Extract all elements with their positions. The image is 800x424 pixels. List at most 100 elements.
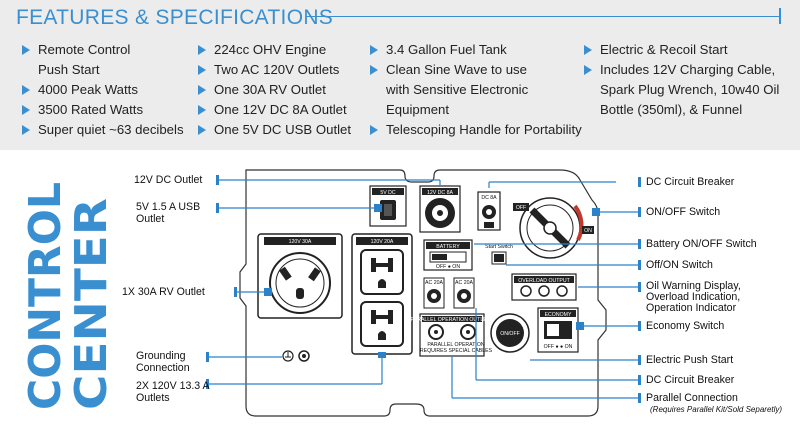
feature-item: Push Start — [38, 62, 100, 77]
feature-column-1: Remote Control Push Start 4000 Peak Watt… — [22, 40, 184, 140]
arrow-icon — [198, 125, 206, 135]
arrow-icon — [584, 65, 592, 75]
features-panel: FEATURES & SPECIFICATIONS Remote Control… — [0, 0, 800, 150]
electric-start-button: ON/OFF — [490, 313, 530, 353]
label-12v-dc-outlet: 12V DC Outlet — [134, 174, 203, 186]
parallel-outlets-tag: PARALLEL OPERATION OUTLETS — [411, 317, 494, 323]
feature-item: 3.4 Gallon Fuel Tank — [370, 40, 582, 60]
label-on-off-switch: ON/OFF Switch — [646, 206, 721, 218]
label-economy-switch: Economy Switch — [646, 320, 725, 332]
dc-breaker-tag: DC 8A — [481, 195, 497, 201]
panel-outline — [239, 169, 607, 417]
label-grounding-line2: Connection — [136, 362, 190, 374]
feature-column-2: 224cc OHV Engine Two AC 120V Outlets One… — [198, 40, 351, 140]
arrow-icon — [370, 125, 378, 135]
feature-item: Clean Sine Wave to use — [370, 60, 582, 80]
parallel-warn-line1: PARALLEL OPERATION — [427, 342, 485, 348]
ac-outlets: 120V 20A — [351, 233, 413, 355]
battery-switch: BATTERY OFF ● ON Start Switch — [423, 239, 513, 271]
label-ac-outlets-line1: 2X 120V 13.3 A — [136, 380, 210, 392]
feature-item: One 12V DC 8A Outlet — [198, 100, 351, 120]
title-rule-end — [779, 8, 781, 24]
ac-outlet-tag: 120V 20A — [371, 239, 394, 245]
label-oil-warning-line1: Oil Warning Display, — [646, 280, 741, 292]
overload-output-tag: OVERLOAD OUTPUT — [518, 278, 570, 284]
label-usb-outlet-line2: Outlet — [136, 213, 165, 225]
parallel-warn-line2: REQUIRES SPECIAL CABLES — [420, 348, 493, 354]
label-dc-breaker-bottom: DC Circuit Breaker — [646, 374, 735, 386]
feature-item: Bottle (350ml), & Funnel — [600, 102, 743, 117]
dc-outlet: 12V DC 8A — [419, 185, 461, 233]
ac-breaker-b-tag: AC 20A — [455, 280, 473, 286]
engine-switch-dial: OFF ON — [513, 197, 594, 259]
label-oil-warning-line3: Operation Indicator — [646, 302, 737, 314]
battery-tag: BATTERY — [436, 244, 460, 250]
label-dc-breaker-top: DC Circuit Breaker — [646, 176, 735, 188]
feature-item: Two AC 120V Outlets — [198, 60, 351, 80]
label-oil-warning-line2: Overload Indication, — [646, 291, 741, 303]
arrow-icon — [198, 105, 206, 115]
dial-on-tag: ON — [584, 228, 592, 234]
arrow-icon — [370, 45, 378, 55]
arrow-icon — [22, 125, 30, 135]
label-usb-outlet-line1: 5V 1.5 A USB — [136, 201, 201, 213]
dial-off-tag: OFF — [516, 205, 526, 211]
label-ac-outlets-line2: Outlets — [136, 392, 170, 404]
feature-item: Electric & Recoil Start — [584, 40, 779, 60]
arrow-icon — [198, 85, 206, 95]
ac-breakers: AC 20A AC 20A — [423, 277, 475, 309]
economy-switch: ECONOMY OFF ● ● ON — [537, 307, 579, 353]
label-grounding-line1: Grounding — [136, 350, 186, 362]
feature-item: with Sensitive Electronic — [386, 82, 529, 97]
label-battery-switch: Battery ON/OFF Switch — [646, 238, 757, 250]
arrow-icon — [22, 45, 30, 55]
control-center-line1: CONTROL — [22, 182, 71, 410]
ac-breaker-a-tag: AC 20A — [425, 280, 443, 286]
grounding-connection — [282, 350, 310, 362]
callout-lines — [208, 179, 640, 399]
dc-outlet-tag: 12V DC 8A — [427, 190, 453, 196]
feature-item: Equipment — [386, 102, 450, 117]
start-switch-tag: Start Switch — [485, 244, 513, 250]
feature-column-4: Electric & Recoil Start Includes 12V Cha… — [584, 40, 779, 120]
arrow-icon — [22, 105, 30, 115]
feature-item: Remote Control — [22, 40, 184, 60]
start-button-tag: ON/OFF — [500, 331, 520, 337]
label-off-on-switch: Off/ON Switch — [646, 259, 713, 271]
label-parallel-connection: Parallel Connection — [646, 392, 738, 404]
economy-tag: ECONOMY — [545, 312, 572, 318]
feature-item: Includes 12V Charging Cable, — [584, 60, 779, 80]
dc-breaker-top: DC 8A — [477, 191, 501, 231]
rv-outlet-tag: 120V 30A — [289, 239, 312, 245]
arrow-icon — [22, 85, 30, 95]
arrow-icon — [370, 65, 378, 75]
label-electric-start: Electric Push Start — [646, 354, 734, 366]
control-center-line2: CENTER — [66, 198, 112, 410]
usb-tag: 5V DC — [380, 190, 396, 196]
parallel-outlets: PARALLEL OPERATION OUTLETS PARALLEL OPER… — [411, 313, 494, 357]
feature-column-3: 3.4 Gallon Fuel Tank Clean Sine Wave to … — [370, 40, 582, 140]
feature-item: Spark Plug Wrench, 10w40 Oil — [600, 82, 780, 97]
arrow-icon — [584, 45, 592, 55]
callout-end-ticks — [206, 175, 641, 403]
feature-item: One 5V DC USB Outlet — [198, 120, 351, 140]
control-center-title: CONTROL CENTER — [20, 178, 117, 413]
rv-outlet: 120V 30A — [257, 233, 343, 319]
feature-item: Telescoping Handle for Portability — [370, 120, 582, 140]
title-rule — [306, 16, 780, 17]
label-rv-outlet: 1X 30A RV Outlet — [122, 286, 205, 298]
label-parallel-note: (Requires Parallel Kit/Sold Separetly) — [650, 405, 783, 414]
feature-item: 3500 Rated Watts — [22, 100, 184, 120]
arrow-icon — [198, 65, 206, 75]
feature-item: 4000 Peak Watts — [22, 80, 184, 100]
indicator-panel: OVERLOAD OUTPUT — [511, 273, 577, 301]
feature-item: Super quiet ~63 decibels — [22, 120, 184, 140]
feature-item: 224cc OHV Engine — [198, 40, 351, 60]
economy-switch-tag: OFF ● ● ON — [544, 344, 573, 350]
usb-outlet: 5V DC — [369, 185, 407, 227]
battery-switch-tag: OFF ● ON — [436, 264, 460, 270]
features-title: FEATURES & SPECIFICATIONS — [16, 6, 334, 29]
feature-item: One 30A RV Outlet — [198, 80, 351, 100]
